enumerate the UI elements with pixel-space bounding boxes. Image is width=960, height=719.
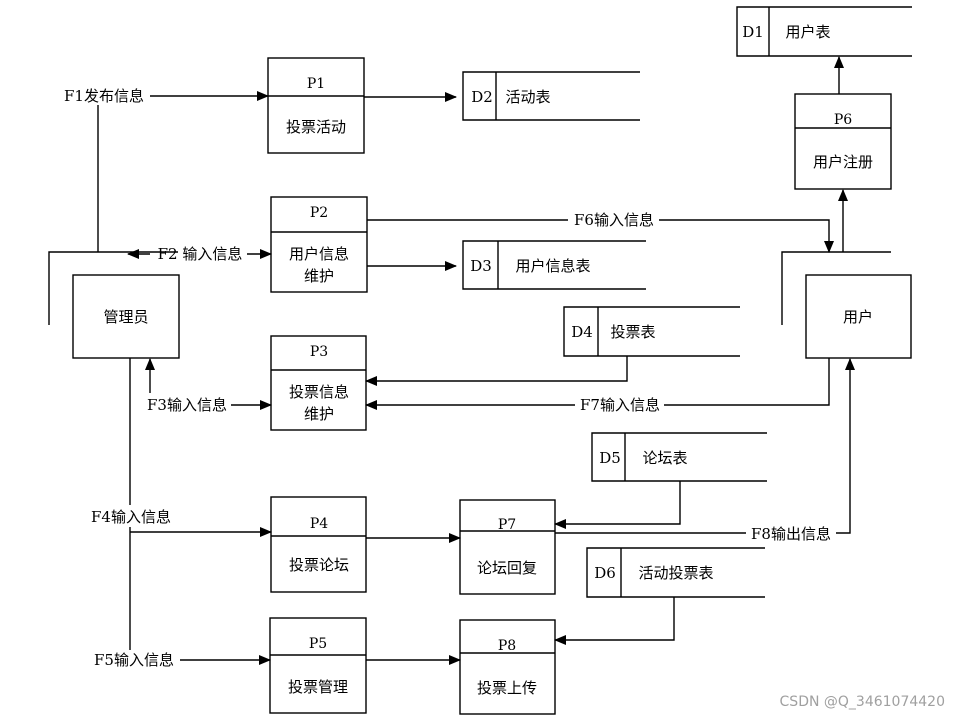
flow-f3-label: F3输入信息: [147, 396, 227, 414]
flow-d4-to-p3: [365, 356, 628, 386]
store-d4: D4 投票表: [563, 306, 740, 357]
flow-d6-to-p8: [554, 597, 675, 645]
flow-f4: F4输入信息: [91, 508, 272, 537]
store-d6: D6 活动投票表: [586, 547, 765, 598]
flow-f7-label: F7输入信息: [580, 396, 660, 414]
process-p1: P1 投票活动: [267, 57, 365, 154]
process-p2-id: P2: [310, 205, 328, 221]
process-p6-id: P6: [834, 112, 852, 128]
process-p3-label-line2: 维护: [304, 405, 334, 423]
store-d1-name: 用户表: [785, 23, 830, 41]
flow-d5-to-p7: [554, 481, 681, 529]
watermark: CSDN @Q_3461074420: [780, 694, 945, 710]
process-p8-label: 投票上传: [477, 679, 537, 697]
flow-f1-label: F1发布信息: [64, 87, 144, 105]
store-d5-id: D5: [599, 449, 621, 467]
store-d3-name: 用户信息表: [515, 257, 590, 275]
process-p5-label: 投票管理: [288, 678, 348, 696]
store-d5: D5 论坛表: [591, 432, 767, 482]
process-p7-id: P7: [498, 517, 516, 533]
entity-admin: 管理员: [48, 251, 180, 359]
flow-f4-label: F4输入信息: [91, 508, 171, 526]
process-p6-label: 用户注册: [813, 153, 873, 171]
process-p1-id: P1: [307, 76, 325, 92]
store-d2-id: D2: [471, 88, 493, 106]
store-d6-id: D6: [594, 564, 616, 582]
process-p3-id: P3: [310, 344, 328, 360]
store-d2: D2 活动表: [462, 71, 640, 121]
flow-f2-label: F2 输入信息: [158, 245, 243, 263]
process-p2-label-line2: 维护: [304, 267, 334, 285]
process-p3: P3 投票信息 维护: [270, 335, 367, 431]
flow-f6-label: F6输入信息: [574, 211, 654, 229]
store-d1-id: D1: [742, 23, 764, 41]
process-p5: P5 投票管理: [269, 617, 367, 714]
process-p8-id: P8: [498, 638, 516, 654]
flow-f5-label: F5输入信息: [94, 651, 174, 669]
process-p4-label: 投票论坛: [289, 556, 349, 574]
process-p2: P2 用户信息 维护: [270, 196, 368, 293]
flow-f8: F8输出信息: [555, 358, 855, 543]
flow-f3: F3输入信息: [145, 358, 272, 414]
process-p7-label: 论坛回复: [477, 559, 537, 577]
process-p2-label-line1: 用户信息: [289, 245, 349, 263]
process-p6: P6 用户注册: [794, 93, 892, 190]
entity-admin-label: 管理员: [103, 308, 148, 326]
process-p4: P4 投票论坛: [270, 496, 367, 593]
store-d5-name: 论坛表: [642, 449, 687, 467]
process-p8: P8 投票上传: [459, 619, 556, 715]
flow-f5: F5输入信息: [94, 651, 271, 669]
store-d1: D1 用户表: [736, 6, 912, 57]
entity-user-label: 用户: [843, 308, 873, 326]
store-d3: D3 用户信息表: [462, 240, 646, 290]
store-d4-name: 投票表: [610, 323, 655, 341]
process-p7: P7 论坛回复: [459, 499, 556, 595]
process-p5-id: P5: [309, 636, 327, 652]
store-d3-id: D3: [470, 257, 492, 275]
flow-f1: F1发布信息: [64, 87, 269, 252]
process-p1-label: 投票活动: [286, 118, 346, 136]
store-d6-name: 活动投票表: [638, 564, 713, 582]
process-p4-id: P4: [310, 516, 328, 532]
flow-f8-label: F8输出信息: [751, 525, 831, 543]
flow-f7: F7输入信息: [365, 358, 830, 414]
flow-f6: F6输入信息: [367, 211, 834, 253]
flow-f2: F2 输入信息: [127, 245, 272, 263]
entity-user: 用户: [781, 251, 912, 359]
process-p3-label-line1: 投票信息: [289, 383, 349, 401]
store-d4-id: D4: [571, 323, 593, 341]
store-d2-name: 活动表: [505, 88, 550, 106]
